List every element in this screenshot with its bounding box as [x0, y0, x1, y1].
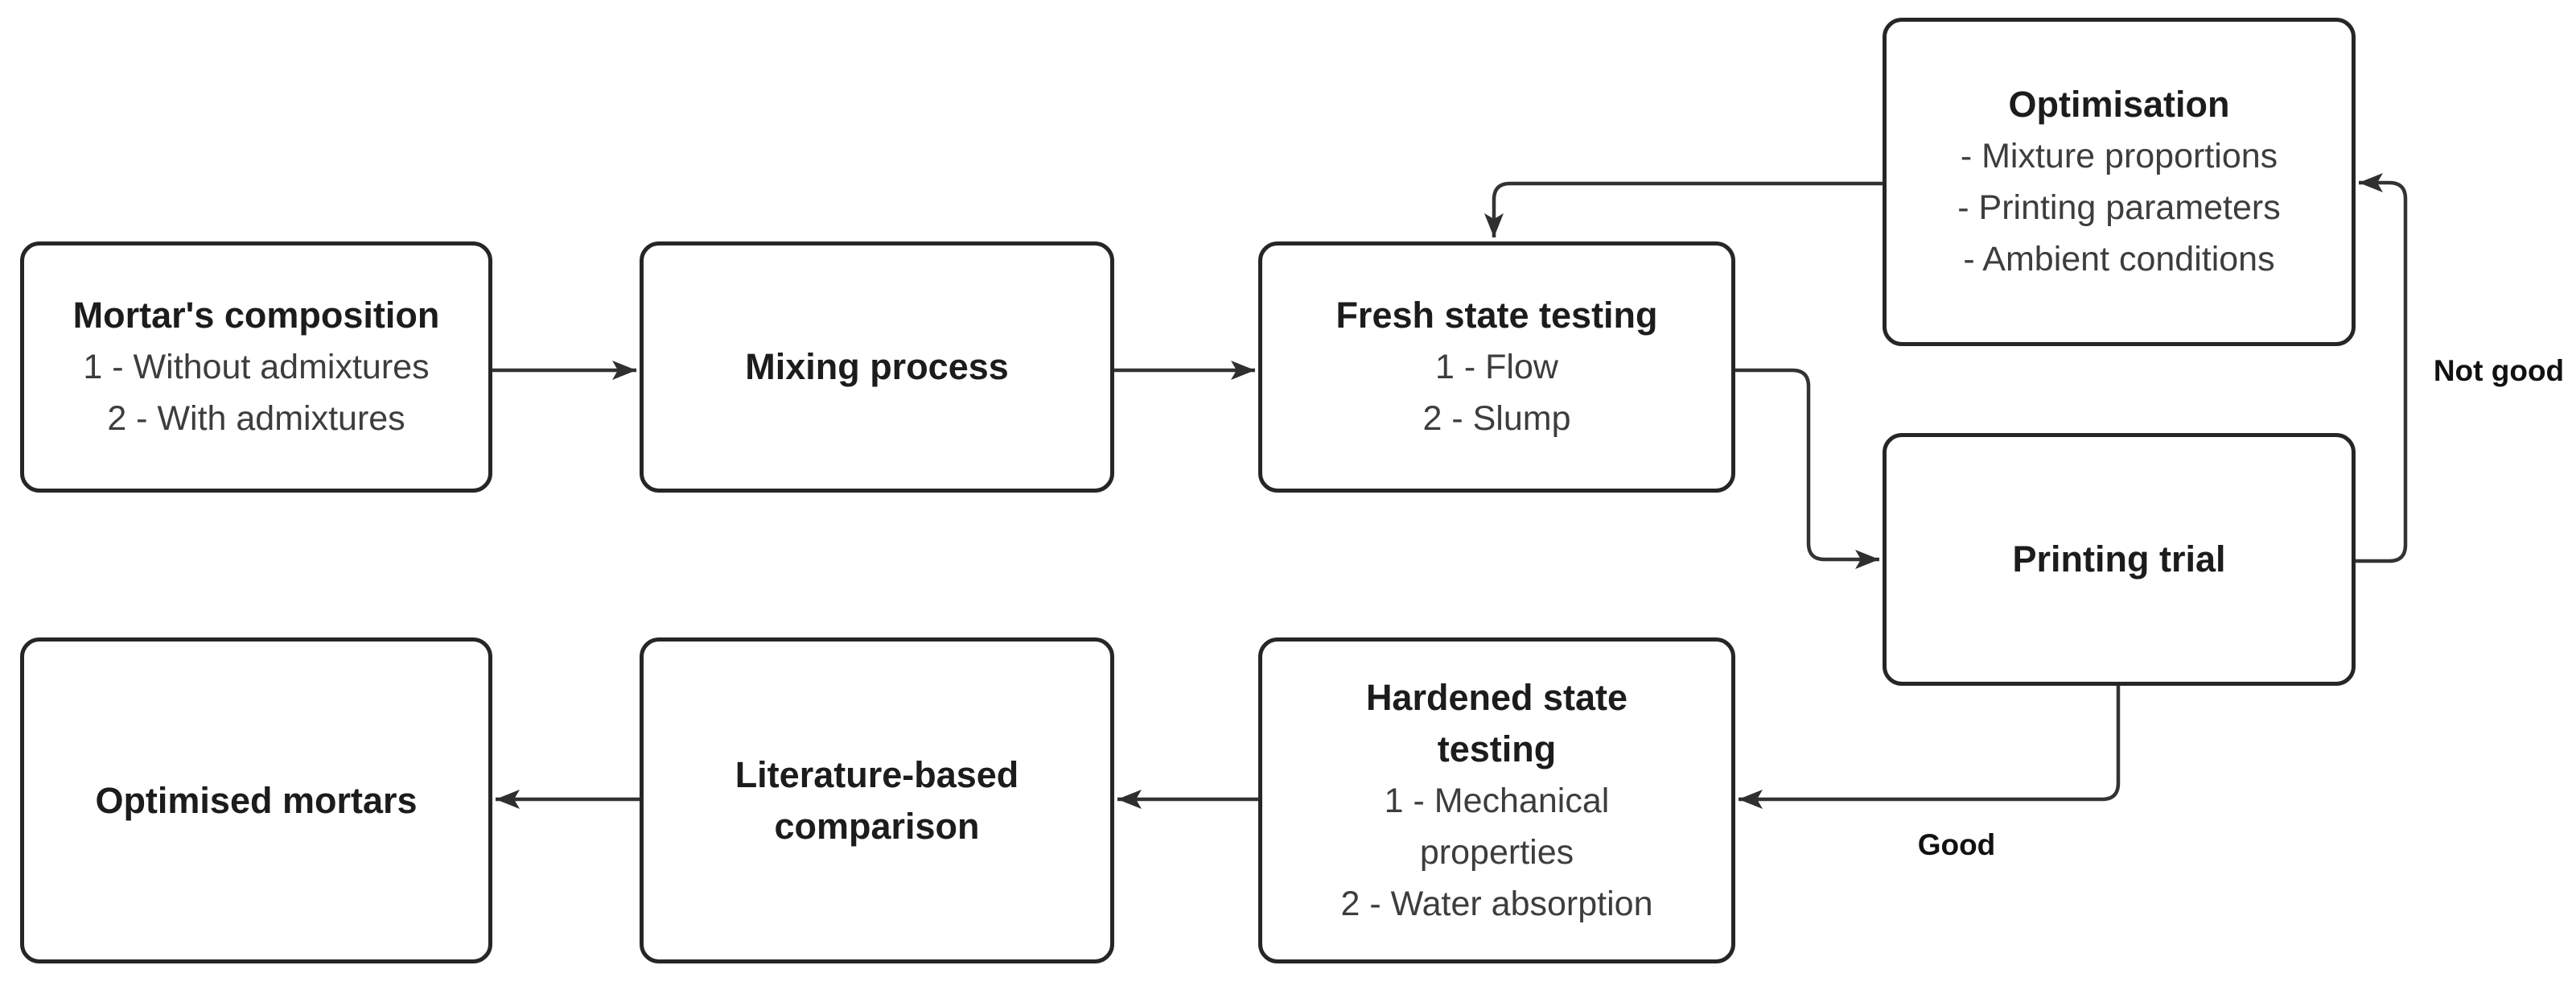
node-detail-line: 2 - With admixtures — [107, 399, 405, 438]
node-title: Optimisation — [2008, 84, 2230, 125]
node-detail-line: 2 - Water absorption — [1340, 884, 1653, 923]
node-detail-line: 1 - Mechanical properties — [1384, 781, 1610, 872]
node-detail-line: - Mixture proportions — [1960, 137, 2278, 175]
node-optimisation: Optimisation - Mixture proportions - Pri… — [1883, 18, 2356, 346]
node-title: Mortar's composition — [72, 295, 440, 336]
node-title: Optimised mortars — [95, 779, 418, 821]
node-printing-trial: Printing trial — [1883, 433, 2356, 686]
node-detail-line: - Printing parameters — [1957, 188, 2281, 227]
node-mortars-composition: Mortar's composition 1 - Without admixtu… — [20, 241, 492, 493]
edge-optimisation-to-fresh — [1484, 181, 1883, 237]
edge-label-not-good: Not good — [2433, 354, 2565, 387]
node-detail-line: - Ambient conditions — [1963, 240, 2275, 278]
edge-fresh-to-printing — [1735, 368, 1879, 569]
node-title: Mixing process — [745, 346, 1009, 387]
edge-printing-to-optimisation-not-good — [2356, 173, 2408, 563]
node-detail-line: 1 - Flow — [1435, 348, 1558, 386]
node-detail-line: 1 - Without admixtures — [83, 348, 430, 386]
node-title: Printing trial — [2012, 538, 2226, 580]
node-fresh-state-testing: Fresh state testing 1 - Flow 2 - Slump — [1258, 241, 1735, 493]
edge-printing-to-hardened-good — [1739, 686, 2121, 809]
node-mixing-process: Mixing process — [640, 241, 1114, 493]
node-detail-line: 2 - Slump — [1422, 399, 1571, 438]
node-title: Hardened state testing — [1365, 676, 1628, 769]
node-title: Literature-based comparison — [735, 753, 1019, 847]
node-title: Fresh state testing — [1335, 295, 1658, 336]
edge-label-good: Good — [1917, 828, 1996, 861]
node-literature-based-comparison: Literature-based comparison — [640, 637, 1114, 963]
node-hardened-state-testing: Hardened state testing 1 - Mechanical pr… — [1258, 637, 1735, 963]
node-optimised-mortars: Optimised mortars — [20, 637, 492, 963]
